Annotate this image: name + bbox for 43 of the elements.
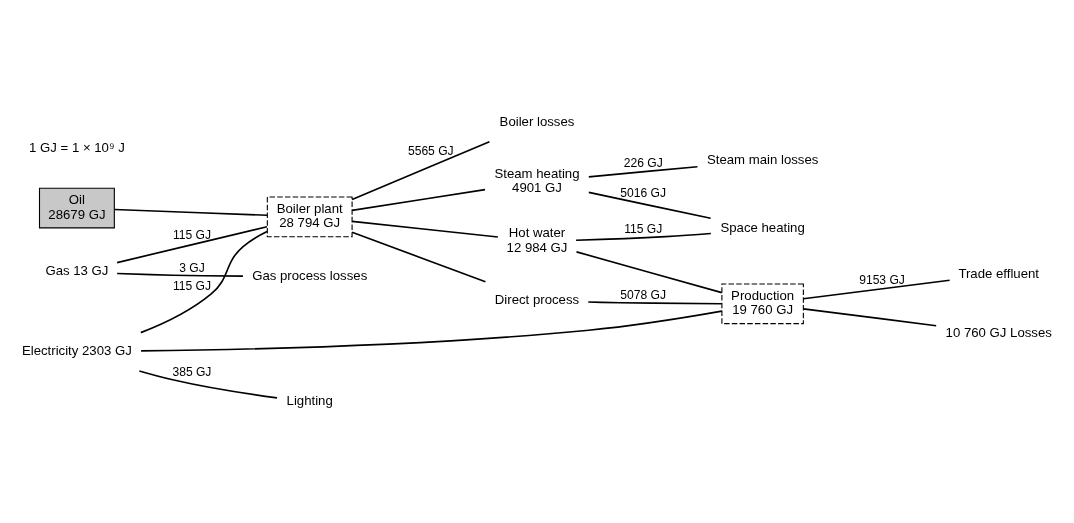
node-text: Trade effluent <box>958 265 1040 281</box>
connector <box>351 140 491 200</box>
node-text: 10 760 GJ Losses <box>945 324 1052 340</box>
edge-label: 115 GJ <box>172 278 211 293</box>
connector <box>138 369 278 399</box>
node-text: Hot water 12 984 GJ <box>506 224 568 255</box>
connector <box>351 220 499 238</box>
connector <box>116 272 244 277</box>
edge-label: 115 GJ <box>624 221 663 236</box>
connector <box>139 230 268 333</box>
connector <box>140 309 723 352</box>
node-text: Gas 13 GJ <box>45 262 109 278</box>
node-text: Direct process <box>494 291 580 307</box>
edge-label: 3 GJ <box>179 260 205 275</box>
connector <box>587 300 723 305</box>
node-text: Electricity 2303 GJ <box>21 342 132 358</box>
edge-label: 385 GJ <box>172 364 212 379</box>
edge-label: 5565 GJ <box>407 143 454 158</box>
connector <box>802 307 937 327</box>
connector <box>575 250 723 293</box>
node-text: Steam main losses <box>706 151 819 167</box>
connector <box>802 278 951 300</box>
connector <box>351 188 486 211</box>
connector <box>575 232 712 241</box>
connector <box>351 230 487 283</box>
connector <box>116 225 268 263</box>
connector <box>113 208 268 216</box>
connector <box>587 165 699 178</box>
node-box: Boiler plant 28 794 GJ <box>266 196 353 237</box>
node-box: Oil 28679 GJ <box>38 187 115 228</box>
node-text: Steam heating 4901 GJ <box>494 165 580 195</box>
connector <box>587 191 712 219</box>
label: 1 GJ = 1 × 10⁹ J <box>29 139 125 155</box>
node-text: Lighting <box>286 392 333 408</box>
node-text: Gas process losses <box>252 267 368 283</box>
node-box: Production 19 760 GJ <box>721 282 804 324</box>
edge-label: 115 GJ <box>172 227 211 242</box>
edge-label: 9153 GJ <box>859 272 905 287</box>
edge-label: 226 GJ <box>623 155 663 170</box>
node-text: Space heating <box>720 219 805 235</box>
node-text: Boiler losses <box>499 113 575 129</box>
edge-label: 5078 GJ <box>620 287 667 302</box>
edge-label: 5016 GJ <box>620 185 667 200</box>
